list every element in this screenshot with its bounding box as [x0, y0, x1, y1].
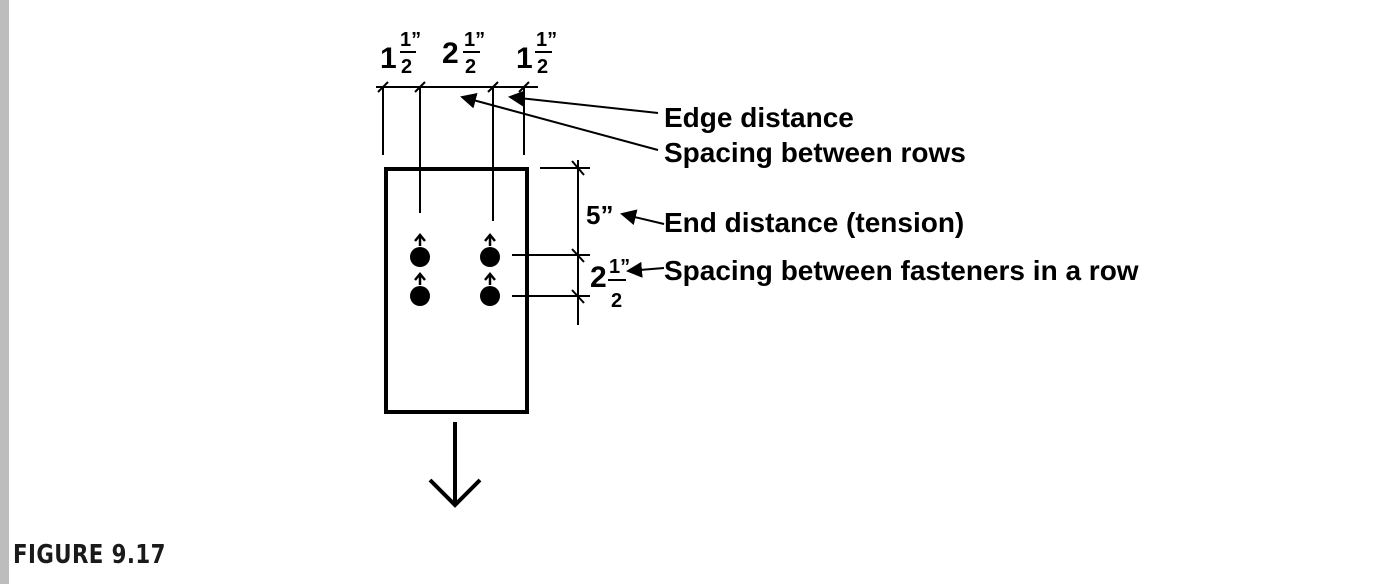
- svg-text:1: 1: [380, 42, 397, 75]
- svg-text:1”: 1”: [400, 29, 421, 51]
- plate: [384, 167, 529, 414]
- bolt-direction-arrows: [414, 233, 496, 285]
- label-fastener-spacing: Spacing between fasteners in a row: [664, 255, 1139, 286]
- svg-text:1: 1: [516, 42, 533, 75]
- label-spacing-rows: Spacing between rows: [664, 137, 966, 168]
- svg-text:2: 2: [590, 261, 607, 294]
- svg-text:2: 2: [442, 37, 459, 70]
- row-spacing-leader: [460, 92, 659, 151]
- svg-text:2: 2: [611, 290, 622, 312]
- right-dimension-extensions: [512, 160, 590, 304]
- fastener: [480, 247, 500, 267]
- dimension-end: 5”: [586, 200, 613, 230]
- svg-text:1”: 1”: [536, 29, 557, 51]
- svg-text:2: 2: [537, 56, 548, 78]
- svg-text:1”: 1”: [464, 29, 485, 51]
- label-edge-distance: Edge distance: [664, 102, 854, 133]
- dimension-edge-right: 1 1” 2: [516, 29, 557, 78]
- dimension-fastener-spacing: 2 1” 2: [590, 256, 630, 312]
- svg-text:2: 2: [465, 56, 476, 78]
- svg-text:1”: 1”: [609, 256, 630, 278]
- dimension-row-spacing: 2 1” 2: [442, 29, 485, 78]
- load-arrow-icon: [428, 422, 482, 508]
- fastener: [480, 286, 500, 306]
- end-distance-leader: [620, 209, 665, 226]
- figure-caption: FIGURE 9.17: [13, 540, 166, 570]
- margin-bar: [0, 0, 9, 584]
- svg-text:2: 2: [401, 56, 412, 78]
- fastener: [410, 286, 430, 306]
- edge-distance-leader: [508, 90, 659, 114]
- label-end-distance: End distance (tension): [664, 207, 964, 238]
- dimension-edge-left: 1 1” 2: [380, 29, 421, 78]
- fastener-spacing-leader: [626, 261, 665, 278]
- fastener: [410, 247, 430, 267]
